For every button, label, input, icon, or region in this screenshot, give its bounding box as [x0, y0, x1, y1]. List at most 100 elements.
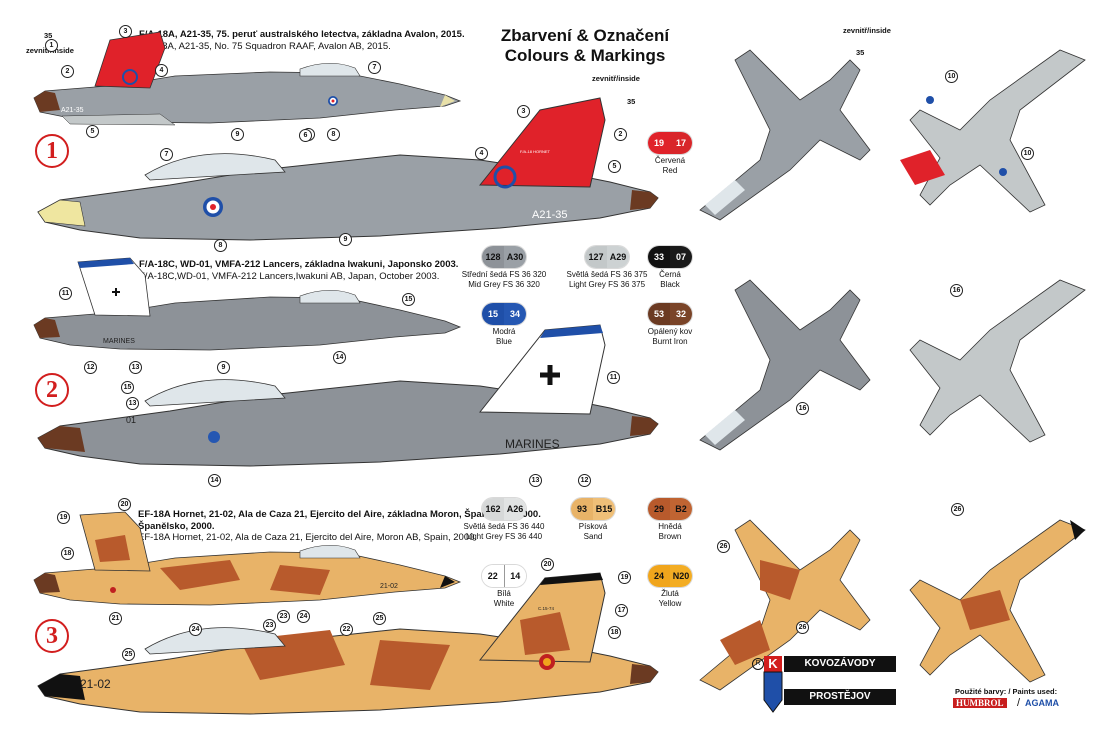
paint-red-label: Červená Red: [610, 156, 730, 175]
paint-blue-swatch: 15 34: [482, 303, 526, 325]
paint-light-grey-375-code-b: A29: [607, 246, 629, 268]
callout-7: 7: [368, 61, 381, 74]
paint-light-grey-440-en: Light Grey FS 36 440: [465, 531, 543, 541]
callout-8: 8: [327, 128, 340, 141]
paint-burnt-iron-en: Burnt Iron: [652, 336, 688, 346]
paint-black-swatch: 33 07: [648, 246, 692, 268]
paint-light-grey-440-label: Světlá šedá FS 36 440 Light Grey FS 36 4…: [444, 522, 564, 541]
paint-black-code-a: 33: [648, 246, 670, 268]
callout-13: 13: [129, 361, 142, 374]
paint-yellow-swatch: 24 N20: [648, 565, 692, 587]
scheme-2-caption-cz: F/A-18C, WD-01, VMFA-212 Lancers, základ…: [139, 259, 459, 270]
paint-burnt-iron-swatch: 53 32: [648, 303, 692, 325]
inside-number-2: 35: [627, 97, 636, 106]
callout-19b: 19: [618, 571, 631, 584]
callout-18: 18: [61, 547, 74, 560]
scheme-1-tail-text: F/A-18 HORNET: [520, 149, 551, 154]
paint-sand-cz: Písková: [578, 522, 608, 531]
callout-9c: 9: [217, 361, 230, 374]
agama-logo: AGAMA: [1025, 698, 1059, 708]
scheme-number-3: 3: [35, 619, 69, 653]
callout-19: 19: [57, 511, 70, 524]
callout-20: 20: [118, 498, 131, 511]
inside-label-2: zevnitř/inside: [592, 74, 640, 83]
callout-22: 22: [340, 623, 353, 636]
paint-yellow-cz: Žlutá: [661, 589, 679, 598]
scheme-number-2: 2: [35, 373, 69, 407]
paint-blue-code-a: 15: [482, 303, 504, 325]
paint-light-grey-440-swatch: 162 A26: [482, 498, 526, 520]
paint-brown-label: Hnědá Brown: [610, 522, 730, 541]
paint-mid-grey-label: Střední šedá FS 36 320 Mid Grey FS 36 32…: [444, 270, 564, 289]
plan-view-1-top: [699, 49, 871, 221]
callout-11b: 11: [607, 371, 620, 384]
brand-logo: R K KOVOZÁVODY PROSTĚJOV: [752, 656, 897, 716]
callout-4: 4: [155, 64, 168, 77]
paint-light-grey-375-code-a: 127: [585, 246, 607, 268]
paint-red-en: Red: [662, 165, 678, 175]
callout-10: 10: [945, 70, 958, 83]
callout-10b: 10: [1021, 147, 1034, 160]
paint-blue-code-b: 34: [504, 303, 526, 325]
plan-view-2-bottom: [909, 279, 1086, 443]
paint-white-code-a: 22: [482, 565, 505, 587]
paint-yellow-label: Žlutá Yellow: [610, 589, 730, 608]
paint-brown-code-a: 29: [648, 498, 670, 520]
callout-15: 15: [402, 293, 415, 306]
paint-sand-code-b: B15: [593, 498, 615, 520]
scheme-3-caption: EF-18A Hornet, 21-02, Ala de Caza 21, Ej…: [138, 509, 541, 544]
paint-red-code-b: 17: [670, 132, 692, 154]
callout-26: 26: [717, 540, 730, 553]
scheme-1-side-small: [33, 31, 462, 126]
paint-burnt-iron-code-b: 32: [670, 303, 692, 325]
callout-15b: 15: [121, 381, 134, 394]
callout-9: 9: [231, 128, 244, 141]
scheme-1-side-large: F/A-18 HORNET A21-35: [37, 97, 659, 241]
inside-number-1: 35: [44, 31, 53, 40]
callout-24: 24: [297, 610, 310, 623]
paint-brown-code-b: B2: [670, 498, 692, 520]
paint-burnt-iron-code-a: 53: [648, 303, 670, 325]
callout-3b: 3: [517, 105, 530, 118]
callout-14: 14: [333, 351, 346, 364]
callout-23b: 23: [263, 619, 276, 632]
scheme-1-serial: A21-35: [532, 209, 567, 221]
scheme-3-side-large: 21-02 C.15-74: [37, 572, 659, 715]
paint-mid-grey-code-a: 128: [482, 246, 504, 268]
scheme-3-serial: 21-02: [80, 677, 111, 691]
registered-mark: R: [752, 658, 764, 670]
title-en: Colours & Markings: [504, 46, 666, 65]
callout-20b: 20: [541, 558, 554, 571]
scheme-3-small-serial: 21-02: [380, 583, 398, 590]
scheme-3-caption-cz: EF-18A Hornet, 21-02, Ala de Caza 21, Ej…: [138, 509, 541, 520]
paint-blue-label: Modrá Blue: [444, 327, 564, 346]
paint-light-grey-440-code-a: 162: [482, 498, 504, 520]
paint-blue-cz: Modrá: [492, 327, 516, 336]
callout-16b: 16: [796, 402, 809, 415]
paint-sand-en: Sand: [583, 531, 603, 541]
paint-black-label: Černá Black: [610, 270, 730, 289]
paint-red-cz: Červená: [654, 156, 686, 165]
callout-13c: 13: [529, 474, 542, 487]
paint-light-grey-440-code-b: A26: [504, 498, 526, 520]
scheme-2-caption: F/A-18C, WD-01, VMFA-212 Lancers, základ…: [139, 259, 458, 282]
callout-13b: 13: [126, 397, 139, 410]
paint-white-cz: Bílá: [497, 589, 511, 598]
paint-white-label: Bílá White: [444, 589, 564, 608]
callout-6b: 6: [299, 129, 312, 142]
paint-light-grey-375-en: Light Grey FS 36 375: [568, 279, 646, 289]
scheme-2-side-small: MARINES: [33, 257, 462, 351]
callout-3: 3: [119, 25, 132, 38]
paint-sand-swatch: 93 B15: [571, 498, 615, 520]
paint-yellow-code-a: 24: [648, 565, 670, 587]
scheme-2-caption-en: F/A-18C,WD-01, VMFA-212 Lancers,Iwakuni …: [139, 270, 440, 282]
paint-light-grey-375-cz: Světlá šedá FS 36 375: [566, 270, 648, 279]
callout-1: 1: [45, 39, 58, 52]
paint-burnt-iron-label: Opálený kov Burnt Iron: [610, 327, 730, 346]
paint-yellow-code-b: N20: [670, 565, 692, 587]
paint-light-grey-375-label: Světlá šedá FS 36 375 Light Grey FS 36 3…: [547, 270, 667, 289]
paint-light-grey-440-cz: Světlá šedá FS 36 440: [463, 522, 545, 531]
paint-white-en: White: [493, 598, 515, 608]
callout-18b: 18: [608, 626, 621, 639]
